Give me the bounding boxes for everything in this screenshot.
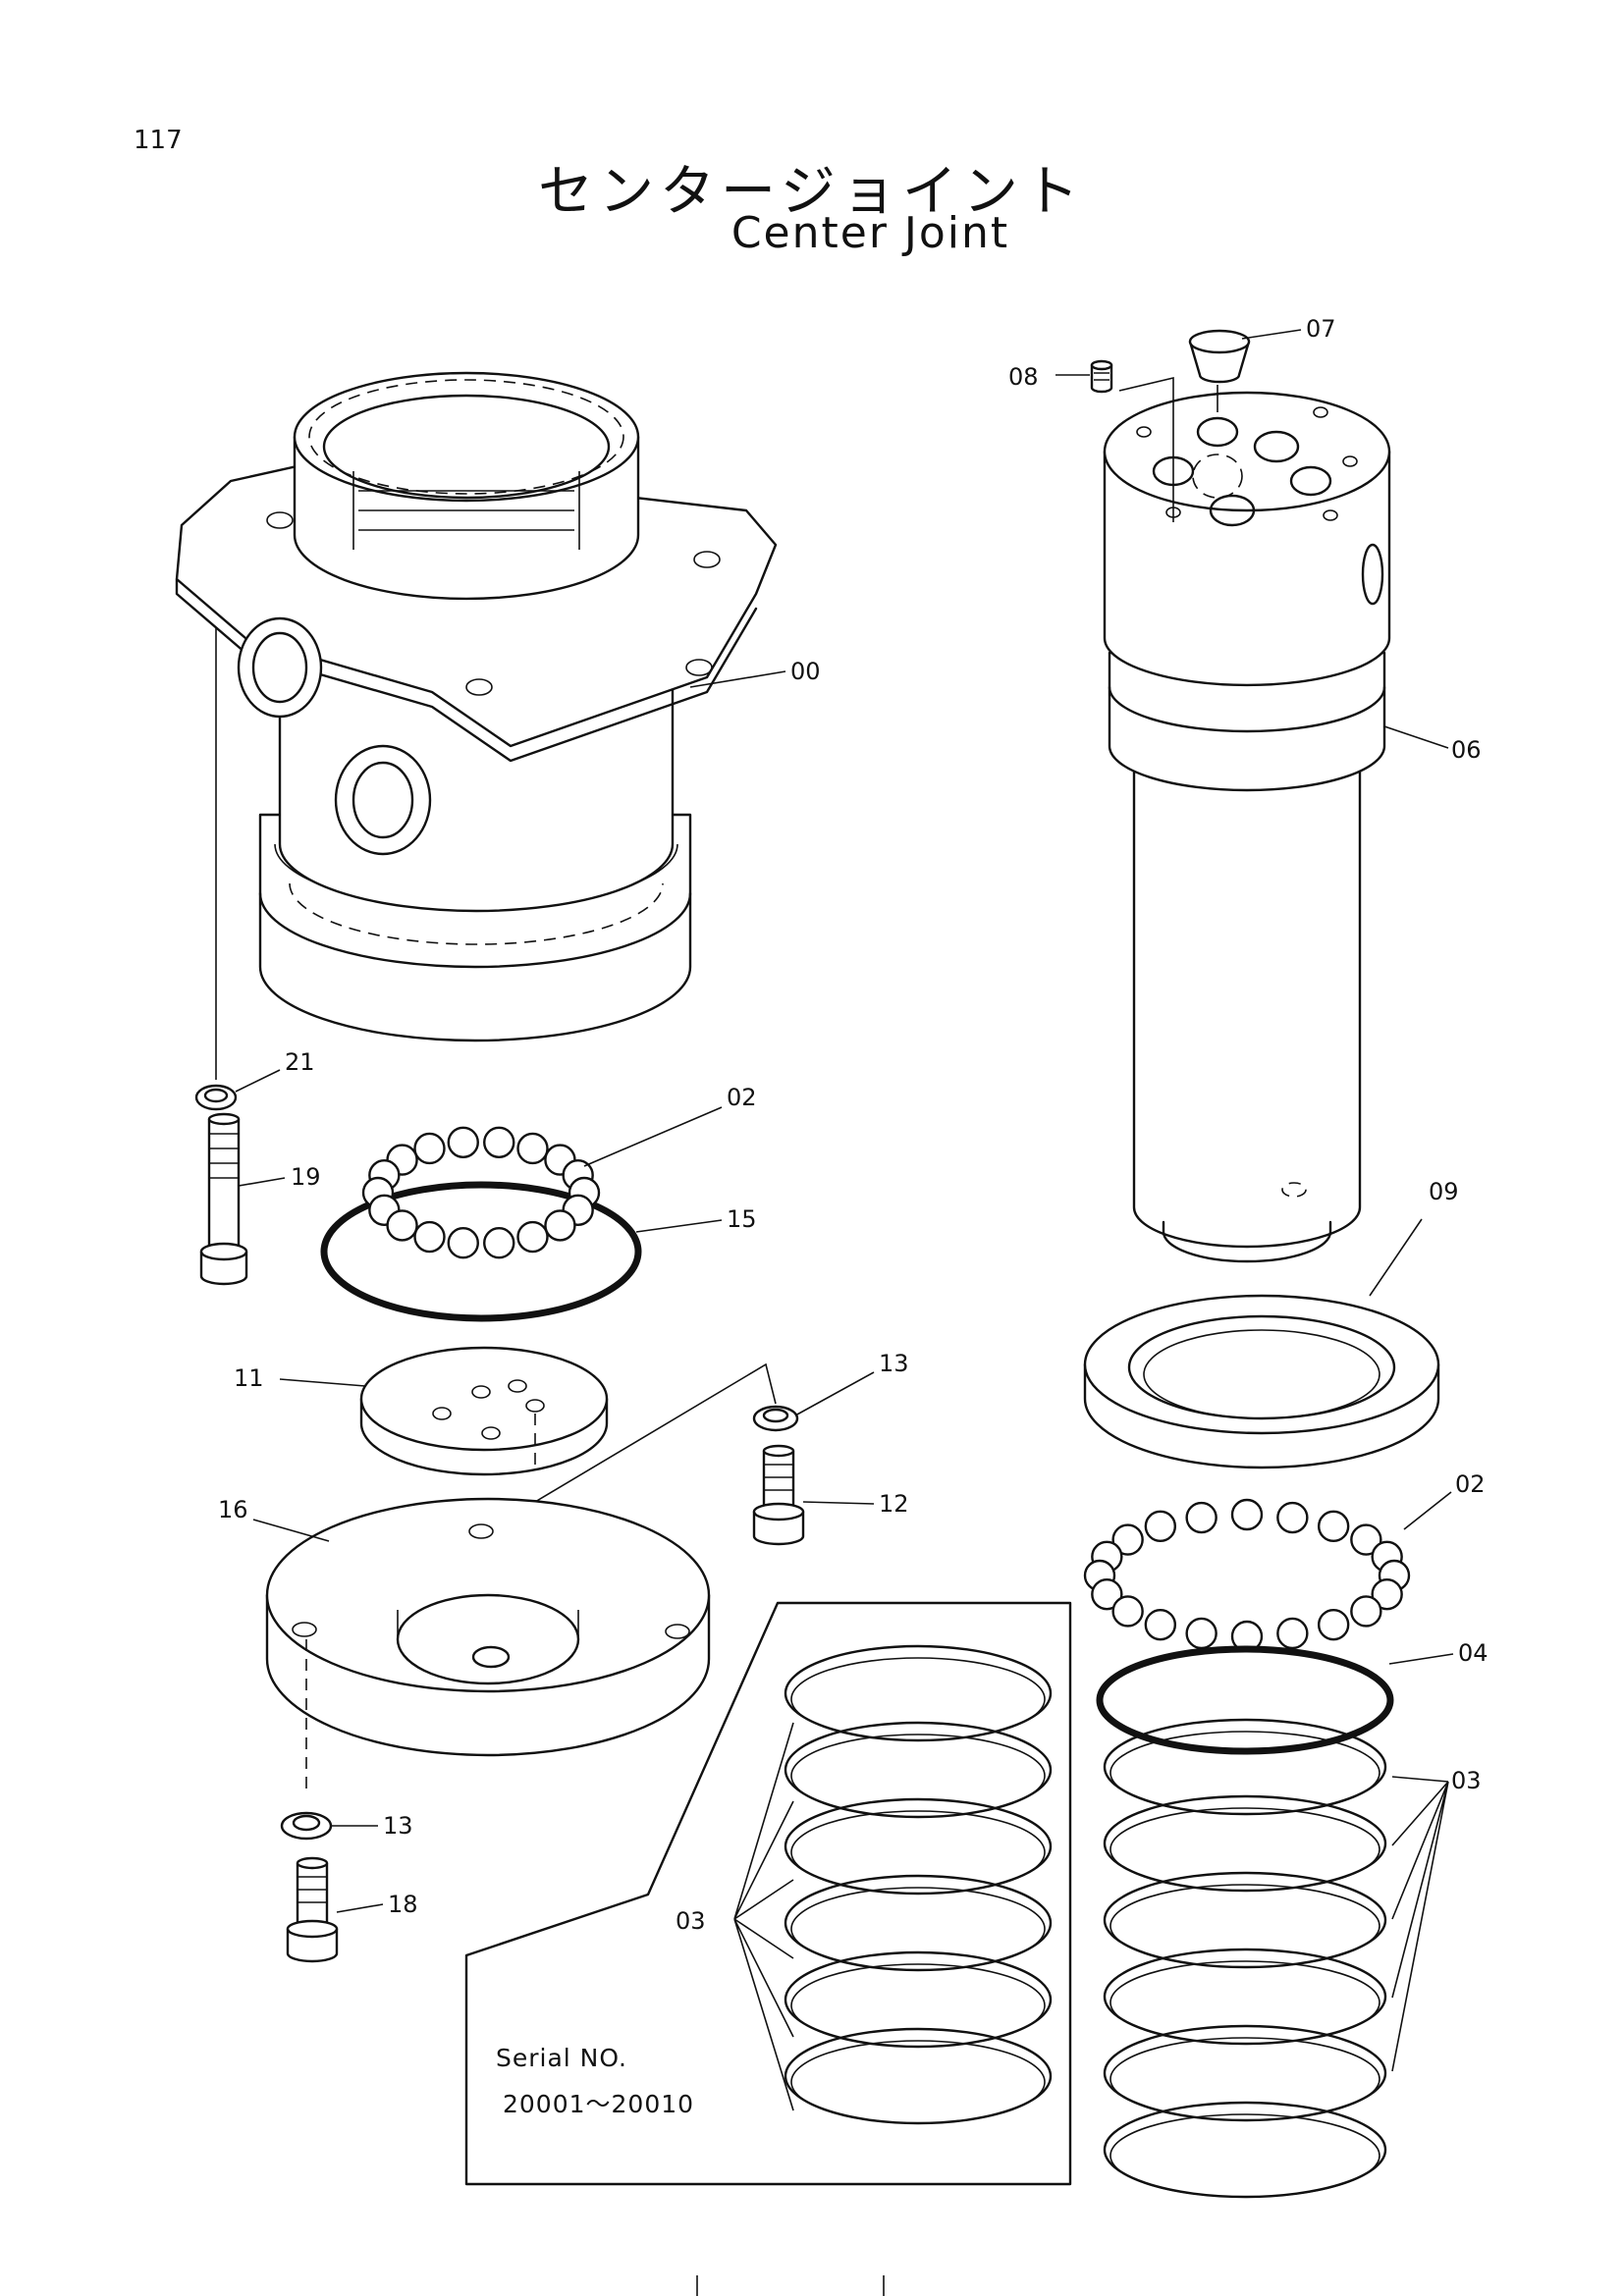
callout-00: 00	[790, 658, 821, 685]
seal-ring-inner	[790, 1657, 1046, 1741]
seal-ring-inner	[1109, 1960, 1380, 2045]
ball	[1111, 1595, 1144, 1628]
part-15-o-ring	[320, 1181, 642, 1322]
seal-ring-inner	[790, 1887, 1046, 1971]
callout-04: 04	[1458, 1639, 1488, 1667]
serial-range: 20001～20010	[503, 2090, 694, 2118]
callout-21: 21	[285, 1048, 315, 1076]
callout-03-box: 03	[676, 1907, 706, 1935]
seal-ring-inner	[1109, 1884, 1380, 1968]
seal-ring-inner	[790, 1963, 1046, 2048]
part-11-plate	[359, 1346, 777, 1503]
callout-18: 18	[388, 1891, 418, 1918]
seal-ring-inner	[790, 1734, 1046, 1818]
callout-06: 06	[1451, 736, 1482, 764]
part-09-ring	[1083, 1294, 1440, 1469]
seal-ring	[1103, 1794, 1387, 1893]
ball	[1371, 1577, 1403, 1611]
ball	[413, 1220, 446, 1254]
seal-ring-inner	[790, 1810, 1046, 1895]
part-16-disc	[265, 1497, 711, 1796]
part-small-plug	[1090, 359, 1174, 522]
title-english: Center Joint	[730, 208, 1010, 258]
ball	[516, 1132, 549, 1165]
serial-box: Serial NO. 20001～20010	[464, 1601, 1072, 2186]
seal-ring	[784, 1644, 1053, 1742]
ball	[1185, 1617, 1217, 1650]
part-19-bolt	[199, 1112, 248, 1286]
ball	[544, 1209, 576, 1242]
seal-ring	[1103, 2024, 1387, 2122]
ball	[516, 1220, 549, 1254]
part-03-rings-box	[784, 1644, 1053, 2125]
title-japanese: センタージョイント	[538, 160, 1085, 224]
page-number: 117	[134, 126, 183, 155]
ball	[1144, 1608, 1177, 1641]
ball	[447, 1227, 479, 1259]
callout-11: 11	[234, 1364, 264, 1392]
part-02-ball-ring-right	[1083, 1498, 1411, 1653]
ball	[1317, 1608, 1350, 1641]
part-02-ball-ring-left	[361, 1126, 601, 1259]
part-12-bolt	[752, 1444, 805, 1546]
ball	[386, 1209, 418, 1242]
ball	[1350, 1595, 1382, 1628]
seal-ring	[784, 2027, 1053, 2125]
seal-ring	[1103, 2101, 1387, 2199]
seal-ring	[784, 1874, 1053, 1972]
seal-ring-inner	[1109, 2113, 1380, 2198]
callout-13-lower: 13	[383, 1812, 413, 1840]
seal-ring	[1103, 1948, 1387, 2046]
ball	[447, 1126, 479, 1158]
callout-13-upper: 13	[879, 1350, 909, 1377]
callout-09: 09	[1429, 1178, 1459, 1205]
seal-ring	[784, 1721, 1053, 1819]
seal-ring-inner	[1109, 1807, 1380, 1892]
seal-ring	[1103, 1871, 1387, 1969]
callout-12: 12	[879, 1490, 909, 1518]
callout-08: 08	[1008, 363, 1039, 391]
part-housing	[175, 371, 778, 1080]
callout-03-right: 03	[1451, 1767, 1482, 1794]
ball	[1091, 1577, 1123, 1611]
part-13-washer-upper	[752, 1405, 799, 1432]
callout-labels: 00 06 07 08 21 02 19 15 11 13 16 12 13 1…	[218, 315, 1488, 1935]
ball	[483, 1227, 515, 1259]
ball	[1185, 1501, 1217, 1534]
ball	[483, 1126, 515, 1158]
seal-ring	[784, 1950, 1053, 2049]
leader-lines	[235, 329, 1454, 2111]
ball	[1230, 1498, 1264, 1531]
seal-ring-inner	[1109, 1731, 1380, 1815]
part-18-bolt	[286, 1856, 339, 1963]
seal-ring	[1103, 1718, 1387, 1816]
part-04-o-ring	[1096, 1645, 1394, 1755]
seal-ring-inner	[1109, 2037, 1380, 2121]
callout-15: 15	[727, 1205, 757, 1233]
callout-19: 19	[291, 1163, 321, 1191]
ball	[1111, 1523, 1144, 1556]
serial-label: Serial NO.	[496, 2044, 627, 2072]
callout-02-left: 02	[727, 1084, 757, 1111]
ball	[1276, 1617, 1309, 1650]
page-edge-marks	[696, 2275, 885, 2296]
ball	[413, 1132, 446, 1165]
seal-ring-inner	[790, 2040, 1046, 2124]
ball	[1350, 1523, 1382, 1556]
callout-02-right: 02	[1455, 1470, 1486, 1498]
part-spindle	[1103, 391, 1391, 1263]
part-plug	[1188, 329, 1251, 412]
callout-16: 16	[218, 1496, 248, 1523]
part-13-washer-lower	[280, 1811, 333, 1841]
seal-ring	[784, 1797, 1053, 1896]
ball	[1144, 1510, 1177, 1543]
part-03-rings-right	[1103, 1718, 1387, 2199]
callout-07: 07	[1306, 315, 1336, 343]
ball	[1276, 1501, 1309, 1534]
part-21-washer	[194, 1084, 238, 1111]
ball	[1317, 1510, 1350, 1543]
